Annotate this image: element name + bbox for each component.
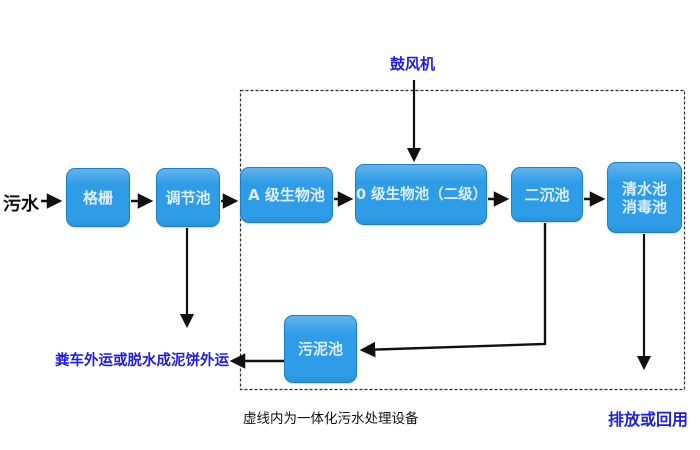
process-box-secondary-sedimentation-tank: 二沉池: [511, 167, 583, 222]
influent-label: 污水: [3, 194, 39, 215]
integrated-equipment-boundary: [239, 89, 686, 391]
effluent-label: 排放或回用: [608, 410, 689, 429]
process-box-clear-water-line1: 清水池: [621, 179, 667, 198]
process-box-o-bio-tank: 0 级生物池（二级）: [355, 164, 487, 225]
process-box-sludge-tank-label: 污泥池: [297, 340, 343, 358]
process-box-secondary-sedimentation-tank-label: 二沉池: [524, 185, 570, 204]
process-box-a-bio-tank-label: A 级生物池: [248, 186, 325, 204]
process-box-clear-water-disinfection-tank: 清水池 消毒池: [607, 162, 682, 233]
process-box-regulating-tank-label: 调节池: [165, 188, 211, 207]
process-box-grid: 格栅: [66, 168, 130, 227]
process-box-clear-water-line2: 消毒池: [621, 197, 667, 216]
arrow-secondary-sed-to-sludge-tank: [359, 223, 547, 358]
process-box-grid-label: 格栅: [82, 188, 113, 207]
sludge-disposal-label: 粪车外运或脱水成泥饼外运: [55, 353, 229, 369]
blower-label: 鼓风机: [390, 55, 436, 73]
process-box-regulating-tank: 调节池: [156, 168, 220, 227]
process-box-sludge-tank: 污泥池: [284, 315, 357, 383]
process-box-a-bio-tank: A 级生物池: [240, 167, 333, 223]
boundary-note-label: 虚线内为一体化污水处理设备: [243, 411, 419, 427]
process-box-o-bio-tank-label: 0 级生物池（二级）: [356, 186, 488, 203]
